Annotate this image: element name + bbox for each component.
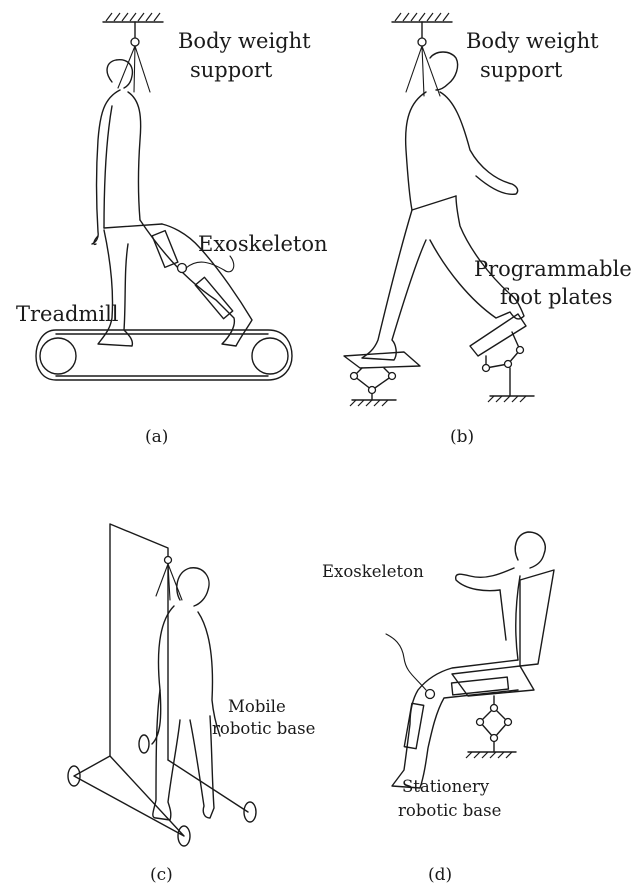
label-mobile-robotic-base-2: robotic base — [212, 719, 315, 738]
foot-plate-left — [344, 352, 420, 406]
label-mobile-robotic-base: Mobile — [228, 697, 286, 716]
caption-d: (d) — [428, 865, 452, 885]
panel-d: Exoskeleton Stationery robotic base (d) — [322, 532, 554, 885]
label-body-weight-support-b: Body weight — [466, 29, 599, 53]
chair — [452, 570, 554, 758]
support-cable-a — [118, 46, 150, 92]
person-c — [152, 568, 220, 820]
treadmill — [36, 330, 292, 380]
label-treadmill: Treadmill — [16, 302, 119, 326]
exoskeleton-d — [386, 634, 508, 749]
panel-b: Body weight support Programmable foot pl… — [344, 13, 632, 447]
caption-b: (b) — [450, 427, 474, 447]
label-exoskeleton-a: Exoskeleton — [198, 232, 328, 256]
label-stationary-robotic-base-2: robotic base — [398, 801, 501, 820]
label-body-weight-support-b-2: support — [480, 58, 563, 82]
panel-a: Body weight support Exoskeleton Treadmil… — [16, 13, 328, 447]
label-programmable-foot-plates: Programmable — [474, 257, 632, 281]
label-exoskeleton-d: Exoskeleton — [322, 562, 424, 581]
foot-plate-right — [470, 314, 534, 402]
label-programmable-foot-plates-2: foot plates — [500, 285, 613, 309]
panel-c: Mobile robotic base (c) — [68, 524, 315, 885]
caption-c: (c) — [150, 865, 173, 885]
ceiling-anchor-b — [392, 13, 452, 46]
ceiling-anchor-a — [103, 13, 163, 46]
mobile-base — [68, 735, 256, 846]
label-body-weight-support-a-2: support — [190, 58, 273, 82]
label-stationary-robotic-base: Stationery — [402, 777, 490, 796]
person-b — [362, 52, 524, 360]
label-body-weight-support-a: Body weight — [178, 29, 311, 53]
caption-a: (a) — [145, 427, 168, 447]
